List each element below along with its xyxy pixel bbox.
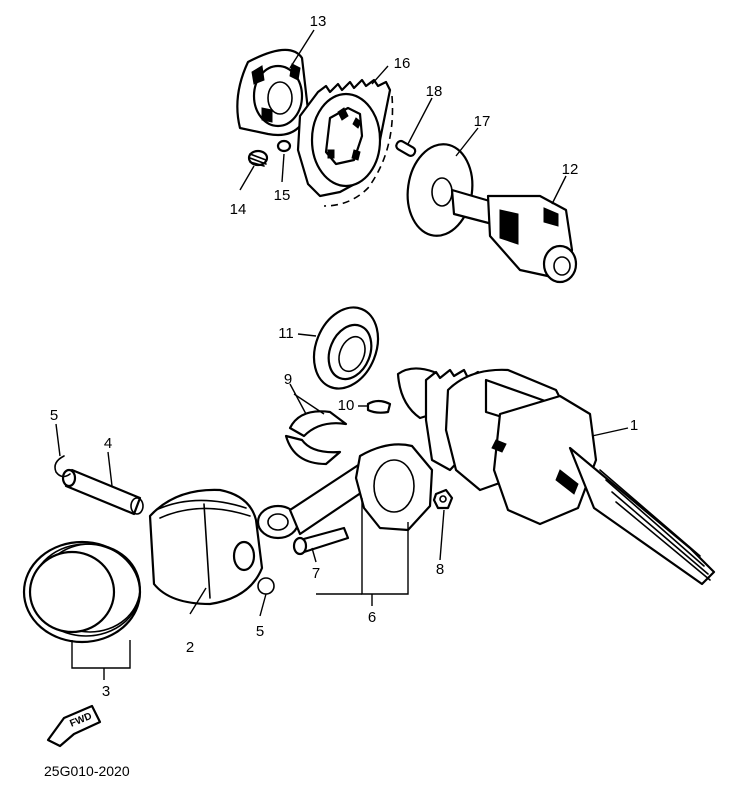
callout-12: 12: [562, 161, 579, 178]
part-16-primary-drive-gear: [296, 78, 394, 207]
part-12-balancer-shaft: [450, 188, 578, 284]
callout-2: 2: [186, 639, 194, 656]
part-10-woodruff-key: [366, 399, 392, 414]
callout-4: 4: [104, 435, 112, 452]
forward-arrow-icon: FWD: [46, 704, 102, 748]
callout-17: 17: [474, 113, 491, 130]
part-8-rod-nut: [432, 488, 454, 510]
callout-18: 18: [426, 83, 443, 100]
callout-7: 7: [312, 565, 320, 582]
part-13-damper-hub: [236, 48, 310, 137]
callout-9: 9: [284, 371, 292, 388]
callout-5-left: 5: [50, 407, 58, 424]
callout-8: 8: [436, 561, 444, 578]
part-4-piston-pin: [61, 468, 144, 516]
callout-10: 10: [338, 397, 355, 414]
callout-1: 1: [630, 417, 638, 434]
part-3-piston-rings: [22, 540, 142, 644]
callout-5-right: 5: [256, 623, 264, 640]
part-7-rod-bolt: [292, 526, 350, 556]
part-6-connecting-rod: [256, 443, 434, 540]
callout-6: 6: [368, 609, 376, 626]
callout-13: 13: [310, 13, 327, 30]
callout-3: 3: [102, 683, 110, 700]
part-18-dowel-pin: [395, 139, 417, 157]
callout-16: 16: [394, 55, 411, 72]
part-5-clip-right: [257, 577, 275, 595]
part-14-spring: [247, 149, 269, 167]
drawing-code: 25G010-2020: [44, 763, 130, 779]
part-11-oil-seal: [312, 306, 380, 390]
leader-lines: [55, 29, 629, 680]
part-2-piston: [148, 488, 264, 606]
part-9-big-end-bearings: [284, 410, 348, 466]
part-1-crankshaft: [396, 367, 716, 586]
callout-15: 15: [274, 187, 291, 204]
part-15-pin: [276, 139, 292, 153]
part-5-clip-left: [54, 455, 71, 478]
callout-11: 11: [278, 325, 294, 342]
callout-14: 14: [230, 201, 247, 218]
